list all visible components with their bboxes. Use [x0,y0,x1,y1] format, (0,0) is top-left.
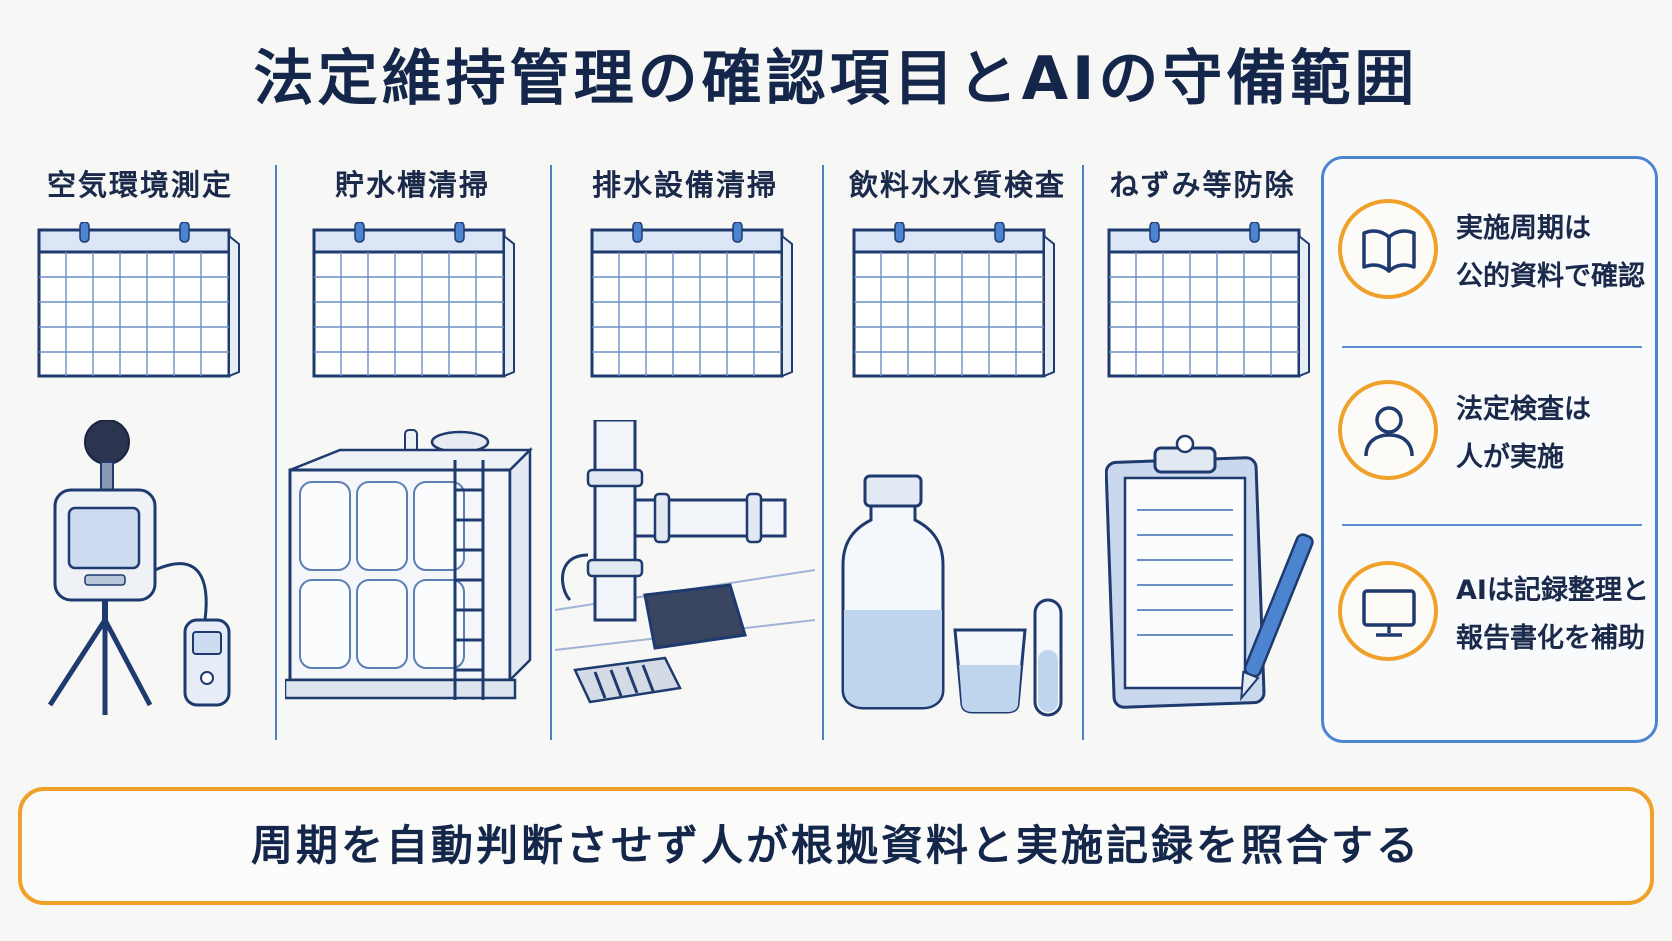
column-label: 空気環境測定 [46,168,233,202]
column-divider [550,165,552,740]
column-air-measurement: 空気環境測定 [20,150,260,740]
ai-scope-text: 実施周期は 公的資料で確認 [1456,205,1645,301]
ai-scope-line1: AIは記録整理と [1456,575,1649,606]
column-label: ねずみ等防除 [1109,168,1296,202]
calendar-icon [312,222,515,378]
drain-pipe-grate-icon [555,420,815,704]
ai-scope-line2: 人が実施 [1456,442,1564,473]
ai-scope-text: 法定検査は 人が実施 [1456,386,1591,482]
bottom-message: 周期を自動判断させず人が根拠資料と実施記録を照合する [250,821,1421,870]
open-book-icon [1362,229,1416,273]
ai-scope-line1: 実施周期は [1456,213,1591,244]
calendar-icon [37,222,240,378]
column-water-quality: 飲料水水質検査 [830,150,1085,740]
calendar-icon [590,222,793,378]
ai-scope-line2: 報告書化を補助 [1456,623,1645,654]
icon-circle [1338,199,1438,299]
column-divider [822,165,824,740]
bottom-message-box: 周期を自動判断させず人が根拠資料と実施記録を照合する [18,787,1654,905]
column-drainage-cleaning: 排水設備清掃 [555,150,815,740]
ai-scope-row-ai-support: AIは記録整理と 報告書化を補助 [1324,557,1655,677]
calendar-icon [852,222,1055,378]
column-label: 貯水槽清掃 [334,168,490,202]
water-sample-bottles-icon [841,474,1063,717]
ai-scope-line2: 公的資料で確認 [1456,261,1645,292]
column-pest-control: ねずみ等防除 [1090,150,1315,740]
page-title: 法定維持管理の確認項目とAIの守備範囲 [253,44,1419,114]
column-divider [275,165,277,740]
calendar-icon [1107,222,1310,378]
column-label: 飲料水水質検査 [848,168,1066,202]
panel-divider [1342,524,1642,526]
column-water-tank-cleaning: 貯水槽清掃 [285,150,540,740]
monitor-icon [1362,589,1416,637]
ai-scope-text: AIは記録整理と 報告書化を補助 [1456,567,1649,663]
ai-scope-panel: 実施周期は 公的資料で確認 法定検査は 人が実施 AIは記録整理と 報告書化を [1321,156,1658,743]
ai-scope-row-public-docs: 実施周期は 公的資料で確認 [1324,195,1655,315]
sound-level-meter-tripod-icon [47,420,231,715]
panel-divider [1342,346,1642,348]
column-label: 排水設備清掃 [591,168,778,202]
icon-circle [1338,380,1438,480]
ai-scope-row-human-inspection: 法定検査は 人が実施 [1324,376,1655,496]
clipboard-pen-icon [1105,434,1314,709]
ai-scope-line1: 法定検査は [1456,394,1591,425]
person-icon [1364,406,1414,457]
icon-circle [1338,561,1438,661]
water-tank-ladder-icon [285,429,534,700]
column-divider [1082,165,1084,740]
